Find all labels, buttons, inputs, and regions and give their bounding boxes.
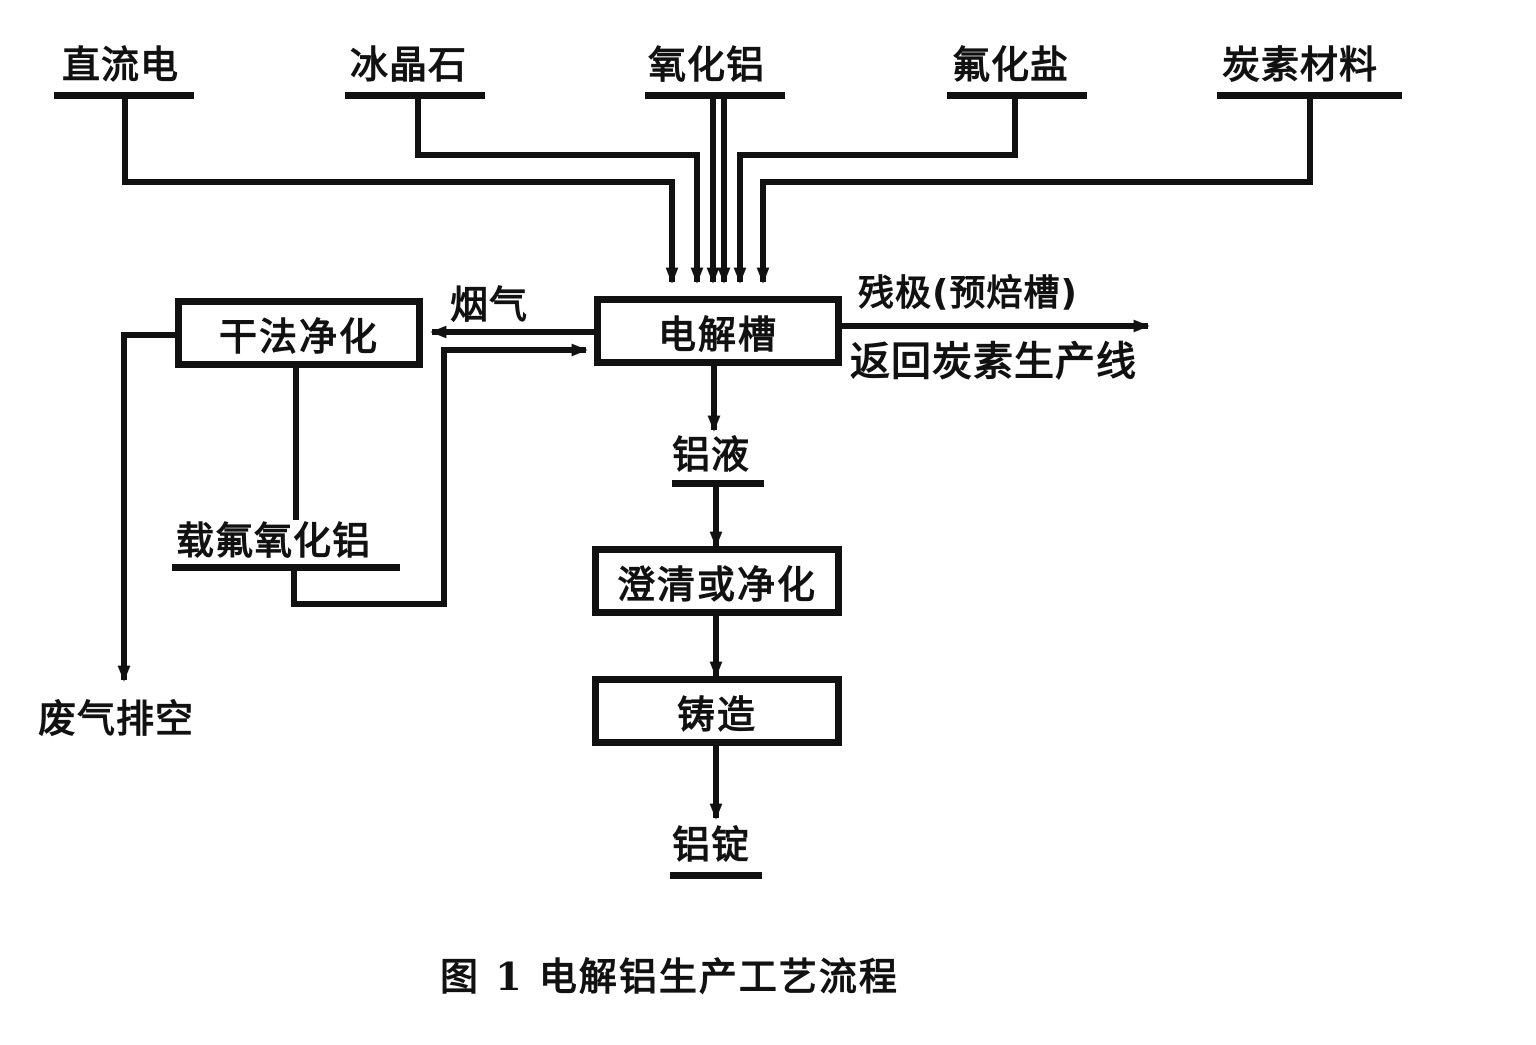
input-dc-power-label: 直流电: [62, 43, 180, 87]
aluminum-ingot-underline: [670, 872, 762, 879]
input-cryolite-label: 冰晶石: [350, 43, 468, 87]
input-fluoride-salt-label: 氟化盐: [952, 43, 1070, 87]
fluorine-loaded-alumina-underline: [172, 564, 400, 571]
casting-box: 铸造: [592, 676, 842, 746]
exhaust-vent-label: 废气排空: [38, 697, 195, 741]
edge-carbon-material: [756, 98, 1313, 284]
aluminum-ingot-label: 铝锭: [672, 823, 751, 867]
input-underline: [345, 92, 485, 99]
electrolytic-cell-box: 电解槽: [594, 296, 842, 366]
return-carbon-line-label: 返回炭素生产线: [850, 339, 1137, 385]
molten-aluminum-label: 铝液: [672, 433, 751, 477]
electrolytic-cell-label: 电解槽: [657, 312, 778, 357]
input-underline: [1217, 92, 1402, 99]
clarification-label: 澄清或净化: [616, 562, 817, 607]
edge-dc-power: [122, 98, 679, 284]
input-carbon-material-label: 炭素材料: [1222, 43, 1379, 87]
figure-caption: 图 1 电解铝生产工艺流程: [440, 954, 899, 999]
flue-gas-label: 烟气: [450, 283, 529, 327]
dry-purification-box: 干法净化: [175, 298, 423, 368]
clarification-box: 澄清或净化: [592, 546, 842, 616]
edge-loaded-alumina-return: [291, 343, 588, 607]
input-underline: [947, 92, 1087, 99]
casting-label: 铸造: [676, 692, 757, 737]
fluorine-loaded-alumina-label: 载氟氧化铝: [176, 519, 372, 563]
anode-residue-label: 残极(预焙槽): [858, 273, 1078, 314]
dry-purification-label: 干法净化: [218, 314, 379, 359]
edge-cryolite: [415, 98, 704, 284]
input-alumina-label: 氧化铝: [648, 43, 766, 87]
edge-exhaust: [117, 332, 176, 682]
input-underline: [54, 92, 194, 99]
input-underline: [645, 92, 785, 99]
molten-aluminum-underline: [672, 480, 764, 487]
edge-fluoride-salt: [733, 98, 1018, 284]
